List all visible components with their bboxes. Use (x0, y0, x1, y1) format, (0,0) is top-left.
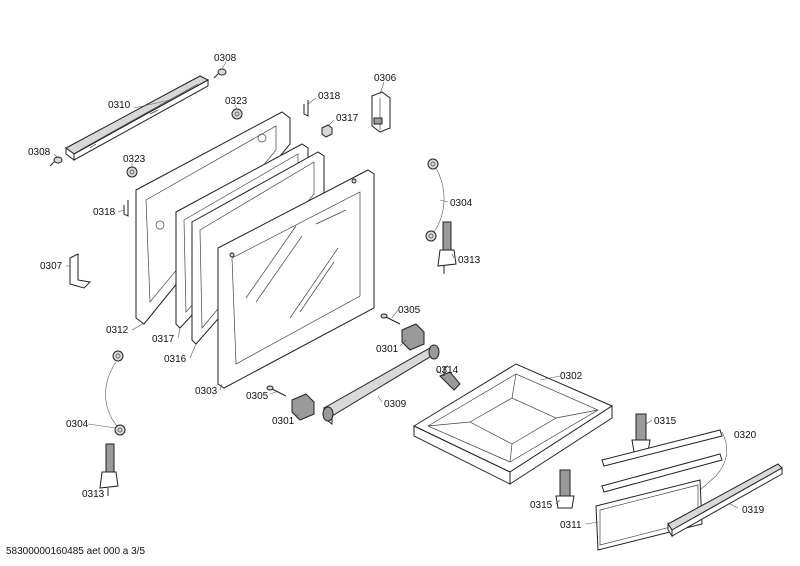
label-0307: 0307 (40, 261, 63, 272)
leader-lines (53, 61, 739, 525)
part-0313-hinge-left (99, 443, 119, 496)
part-0304-bumper-right-top (427, 158, 439, 170)
leader-0320 (699, 431, 728, 491)
part-0323-bumper-b (126, 166, 138, 178)
part-0318-clip-b (123, 200, 129, 217)
leader-0304-left (105, 361, 118, 427)
part-0304-bumper-left-bottom (114, 424, 126, 436)
part-0313-hinge-right (437, 221, 457, 274)
label-0310: 0310 (108, 100, 131, 111)
part-0302-drawer-tray (412, 363, 614, 485)
part-0305-screw-right (380, 313, 401, 325)
label-0312: 0312 (106, 325, 129, 336)
label-0320: 0320 (734, 430, 757, 441)
part-0301-end-cap-left (291, 393, 315, 421)
part-0315-runner-lower (555, 469, 575, 509)
part-0304-bumper-left-top (112, 350, 124, 362)
part-0307-bracket (69, 253, 92, 289)
part-0308-screw-top (213, 68, 227, 79)
part-0323-bumper-a (231, 108, 243, 120)
label-0309: 0309 (384, 399, 407, 410)
label-0302: 0302 (560, 371, 583, 382)
label-0323-left: 0323 (123, 154, 146, 165)
label-0301-right: 0301 (376, 344, 399, 355)
label-0319: 0319 (742, 505, 765, 516)
label-0323-top: 0323 (225, 96, 248, 107)
part-0304-bumper-right-bottom (425, 230, 437, 242)
label-0304-left: 0304 (66, 419, 89, 430)
label-0313-left: 0313 (82, 489, 105, 500)
label-0311: 0311 (560, 520, 582, 531)
part-0315-runner-upper (631, 413, 651, 453)
label-0315-upper: 0315 (654, 416, 677, 427)
part-0320-strip-top (601, 429, 723, 467)
label-0305-right: 0305 (398, 305, 421, 316)
label-0315-lower: 0315 (530, 500, 553, 511)
label-0314: 0314 (436, 365, 459, 376)
part-0318-clip-a (303, 100, 309, 117)
part-0306-hinge-bracket (371, 91, 391, 133)
label-0317-top: 0317 (336, 113, 359, 124)
label-0304-right: 0304 (450, 198, 473, 209)
label-0301-left: 0301 (272, 416, 295, 427)
part-labels: 0308 0308 0310 0323 0323 0318 0318 0317 … (28, 53, 765, 531)
label-0317-panel: 0317 (152, 334, 175, 345)
part-0305-screw-left (266, 385, 287, 397)
part-0317-spacer (321, 124, 333, 138)
label-0318-top: 0318 (318, 91, 341, 102)
drawing-footer-code: 58300000160485 aet 000 a 3/5 (6, 546, 145, 557)
part-0303-outer-door (217, 169, 375, 389)
label-0313-right: 0313 (458, 255, 481, 266)
label-0318-left: 0318 (93, 207, 116, 218)
part-0320-strip-side (601, 453, 723, 493)
label-0303: 0303 (195, 386, 218, 397)
part-0301-end-cap-right (401, 323, 425, 351)
leader-0304-right (433, 167, 445, 233)
label-0308-left: 0308 (28, 147, 51, 158)
part-0308-screw-left (49, 156, 63, 167)
part-0309-door-handle (322, 344, 440, 425)
label-0308-top: 0308 (214, 53, 237, 64)
part-0314-clip (439, 365, 461, 391)
part-0319-trim-strip (667, 463, 783, 538)
part-0310-door-trim-rail (65, 75, 210, 161)
label-0306: 0306 (374, 73, 397, 84)
label-0316: 0316 (164, 354, 187, 365)
label-0305-left: 0305 (246, 391, 269, 402)
